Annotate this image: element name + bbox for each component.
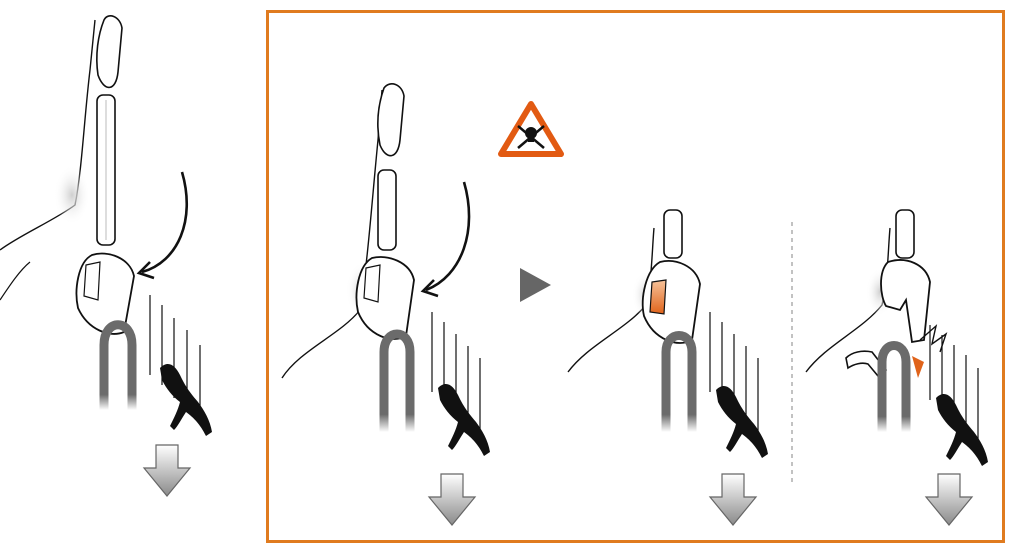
rope (99, 320, 137, 410)
rope (877, 341, 911, 432)
falling-climber (716, 386, 768, 458)
scene-original-fall (0, 15, 212, 497)
worn-spot (649, 279, 667, 315)
sling (895, 209, 915, 259)
sling (377, 169, 397, 251)
scene-repeated-fall (281, 83, 490, 526)
fall-lines (149, 295, 201, 415)
broken-carabiner-top (880, 259, 931, 344)
hand (281, 89, 383, 379)
sling (663, 209, 683, 259)
fall-arrow (142, 444, 192, 497)
falling-climber (936, 394, 988, 466)
play-triangle-icon (520, 268, 551, 302)
top-carabiner (96, 15, 123, 89)
fall-arrow (427, 473, 477, 526)
warning-frame (266, 10, 1005, 543)
falling-climber (438, 384, 490, 456)
falling-climber (160, 364, 212, 436)
fall-lines (929, 325, 979, 440)
top-carabiner (377, 83, 405, 157)
break-mark (919, 324, 948, 353)
rope (379, 329, 415, 432)
fall-arrow (708, 473, 758, 526)
scene-broken-carabiner (805, 209, 988, 526)
clip-arrow (141, 171, 189, 274)
clip-arrow (425, 181, 471, 292)
fall-arrow (924, 473, 974, 526)
rope (661, 331, 697, 432)
skull-and-crossbones-warning-icon (498, 101, 564, 157)
scene-worn-carabiner (567, 209, 768, 526)
